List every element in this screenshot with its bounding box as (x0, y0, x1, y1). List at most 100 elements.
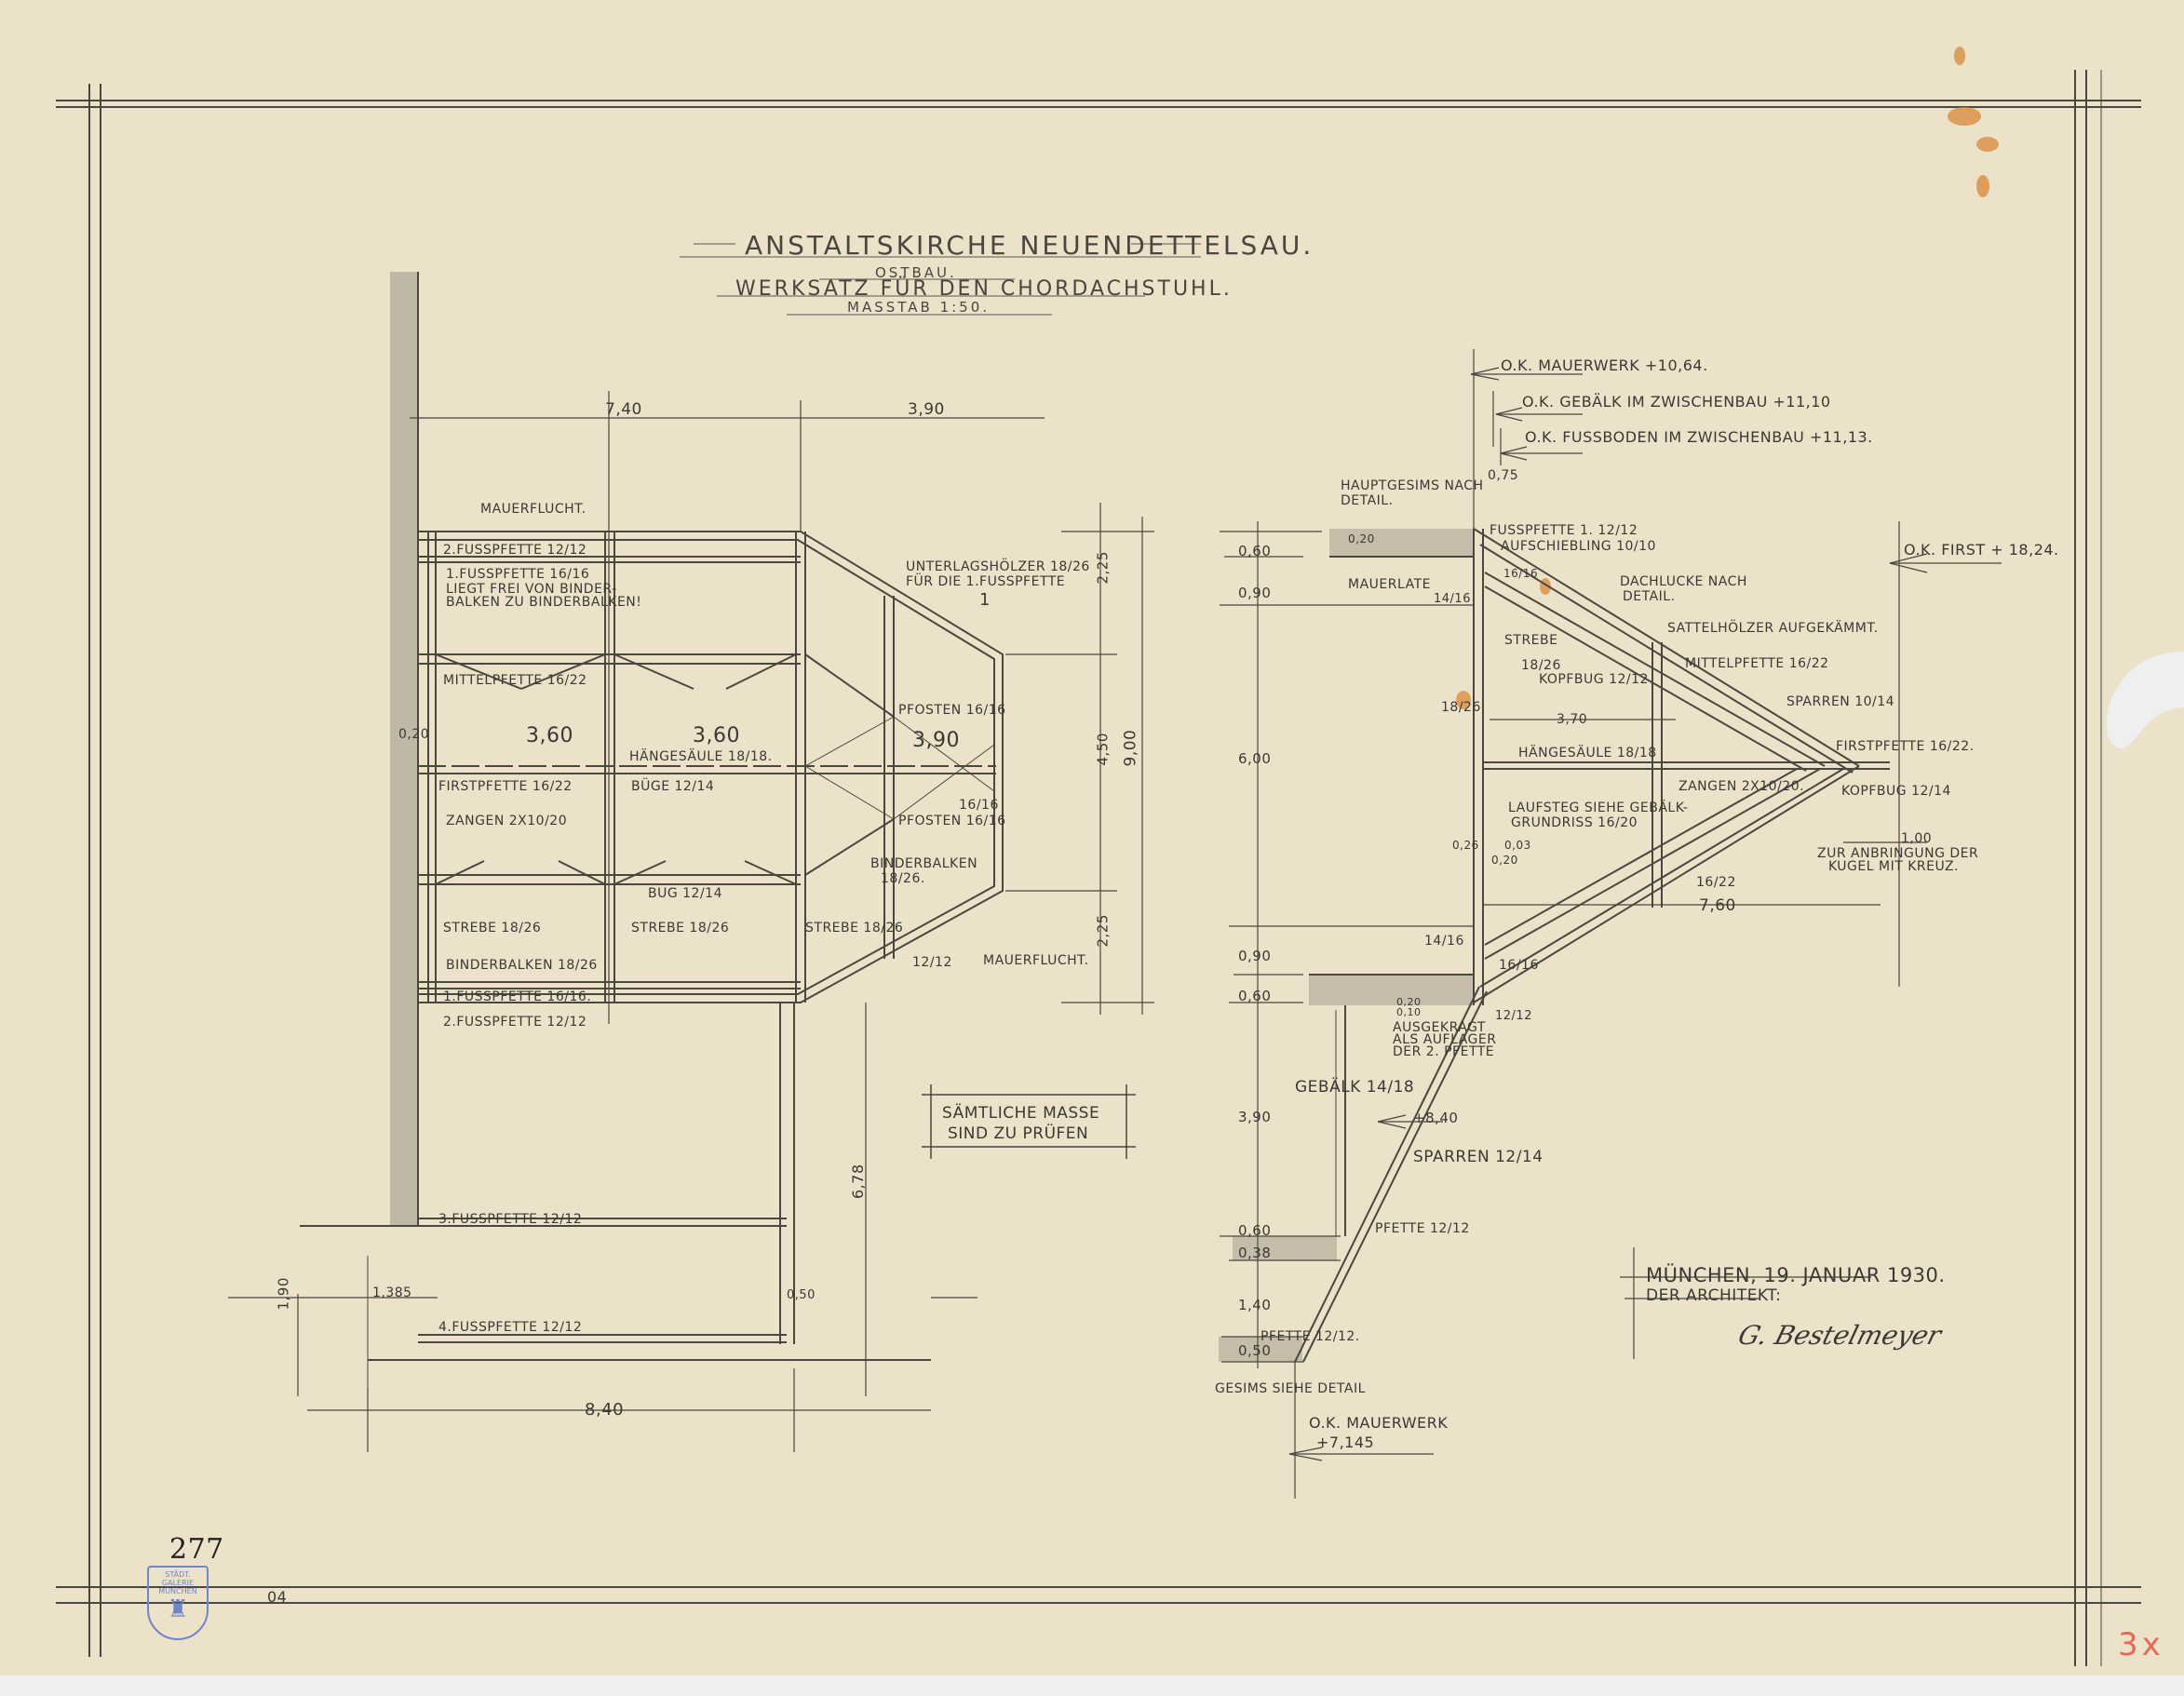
section-label: KUGEL MIT KREUZ. (1828, 859, 1960, 874)
elevation-mark: O.K. MAUERWERK (1309, 1414, 1449, 1432)
archive-stamp: STÄDT. GALERIE MÜNCHEN ♜ (147, 1566, 209, 1640)
section-label: 0,20 (1348, 532, 1375, 545)
section-label: 0,20 (1396, 996, 1422, 1008)
plan-label: 3,60 (693, 724, 740, 747)
section-height-dimension: 6,00 (1238, 750, 1272, 767)
plan-label: 2.FUSSPFETTE 12/12 (443, 1015, 587, 1030)
title-main: ANSTALTSKIRCHE NEUENDETTELSAU. (745, 230, 1314, 261)
plan-dimension: 2,25 (1094, 551, 1112, 585)
plan-dimension: 4,50 (1094, 733, 1112, 766)
plan-label: UNTERLAGSHÖLZER 18/26 (906, 559, 1090, 574)
plan-label: PFOSTEN 16/16 (898, 703, 1006, 718)
elevation-mark: O.K. FIRST + 18,24. (1904, 541, 2059, 559)
section-label: KOPFBUG 12/14 (1841, 784, 1951, 799)
elevation-mark: +8,40 (1413, 1110, 1459, 1126)
section-label: 0,03 (1504, 839, 1531, 852)
section-height-dimension: 3,90 (1238, 1109, 1272, 1125)
section-label: DER 2. PFETTE (1393, 1044, 1495, 1059)
section-label: MITTELPFETTE 16/22 (1685, 656, 1829, 671)
plan-dimension: 9,00 (1121, 729, 1140, 767)
note-box (922, 1084, 1136, 1159)
plan-label: FÜR DIE 1.FUSSPFETTE (906, 574, 1066, 589)
section-view (1219, 528, 1890, 1363)
plan-label: 0,20 (398, 727, 430, 742)
section-label: FUSSPFETTE 1. 12/12 (1490, 523, 1638, 538)
plan-label: 3,90 (912, 729, 960, 752)
section-label: 3,70 (1557, 712, 1588, 727)
section-height-dimension: 0,60 (1238, 1222, 1272, 1239)
note-text: SÄMTLICHE MASSE (942, 1104, 1100, 1123)
section-label: GRUNDRISS 16/20 (1511, 815, 1638, 830)
frame-border (56, 70, 2141, 1666)
plan-dimension: 0,50 (787, 1288, 816, 1302)
section-label: STREBE (1504, 633, 1558, 648)
section-label: DETAIL. (1623, 589, 1676, 604)
place-and-date: MÜNCHEN, 19. JANUAR 1930. (1646, 1264, 1946, 1286)
plan-dimension: 8,40 (585, 1400, 625, 1420)
section-label: 14/16 (1424, 934, 1464, 949)
elevation-mark: O.K. MAUERWERK +10,64. (1501, 357, 1708, 374)
architect-title: DER ARCHITEKT: (1646, 1286, 1782, 1305)
section-label: 16/16 (1503, 567, 1539, 580)
plan-dimension-lines (228, 391, 1154, 1452)
scan-background (0, 1676, 2184, 1696)
section-label: ALS AUFLAGER (1393, 1032, 1497, 1047)
section-label: HAUPTGESIMS NACH (1341, 478, 1484, 493)
plan-label: MITTELPFETTE 16/22 (443, 673, 587, 688)
red-sheet-mark: 3x (2118, 1626, 2164, 1663)
plan-label: MAUERFLUCHT. (480, 502, 586, 517)
section-label: 18/26 (1441, 700, 1481, 715)
section-label: 0,26 (1452, 839, 1479, 852)
section-height-dimension: 0,60 (1238, 988, 1272, 1004)
sheet-reference: 04 (267, 1588, 288, 1606)
section-label: 1,00 (1901, 831, 1933, 846)
section-label: ZANGEN 2x10/20. (1678, 779, 1805, 794)
section-label: FIRSTPFETTE 16/22. (1836, 739, 1975, 754)
plan-label: BUG 12/14 (648, 886, 722, 901)
plan-label: 3.FUSSPFETTE 12/12 (438, 1212, 583, 1227)
plan-label: 2.FUSSPFETTE 12/12 (443, 543, 587, 558)
plan-dimension: 2,25 (1094, 914, 1112, 948)
section-label: LAUFSTEG SIEHE GEBÄLK- (1508, 801, 1689, 815)
elevation-mark: O.K. FUSSBODEN IM ZWISCHENBAU +11,13. (1525, 428, 1873, 446)
section-label: GEBÄLK 14/18 (1295, 1078, 1415, 1097)
section-label: 0,10 (1396, 1006, 1422, 1018)
plan-label: LIEGT FREI VON BINDER- (446, 582, 617, 597)
plan-label: PFOSTEN 16/16 (898, 814, 1006, 828)
plan-dimension: 1,90 (275, 1277, 292, 1311)
plan-label: 4.FUSSPFETTE 12/12 (438, 1320, 583, 1335)
paper-notch (2106, 652, 2184, 749)
plan-label: FIRSTPFETTE 16/22 (438, 779, 573, 794)
section-label: HÄNGESÄULE 18/18 (1518, 746, 1657, 761)
plan-label: STREBE 18/26 (631, 921, 730, 935)
plan-label: BINDERBALKEN (870, 856, 978, 871)
title-subtitle: OSTBAU. (875, 264, 957, 281)
section-label: SPARREN 10/14 (1786, 694, 1895, 709)
plan-label: STREBE 18/26 (443, 921, 542, 935)
plan-label: BINDERBALKEN 18/26 (446, 958, 598, 973)
plan-label: 3,60 (526, 724, 573, 747)
section-label: GESIMS SIEHE DETAIL (1215, 1381, 1366, 1396)
plan-view (300, 272, 1004, 1387)
stamp-text: STÄDT. GALERIE MÜNCHEN (158, 1570, 197, 1595)
note-text: SIND ZU PRÜFEN (948, 1124, 1089, 1143)
plan-label: MAUERFLUCHT. (983, 953, 1089, 968)
section-height-dimension: 0,90 (1238, 585, 1272, 601)
section-label: 14/16 (1434, 592, 1471, 606)
section-label: ZUR ANBRINGUNG DER (1817, 846, 1979, 861)
plan-label: 12/12 (912, 955, 952, 970)
plan-label: ZANGEN 2x10/20 (446, 814, 568, 828)
section-label: 0,75 (1488, 468, 1519, 483)
title-drawing-name: WERKSATZ FÜR DEN CHORDACHSTUHL. (735, 277, 1233, 301)
archive-number: 277 (169, 1533, 224, 1566)
section-label: SATTELHÖLZER AUFGEKÄMMT. (1667, 621, 1879, 636)
section-height-dimension: 0,60 (1238, 543, 1272, 559)
plan-dimension: 3,90 (908, 400, 945, 419)
section-label: MAUERLATE (1348, 577, 1431, 592)
elevation-mark: O.K. GEBÄLK IM ZWISCHENBAU +11,10 (1522, 393, 1831, 411)
plan-label: STREBE 18/26 (805, 921, 904, 935)
section-label: AUFSCHIEBLING 10/10 (1501, 539, 1656, 554)
section-label: KOPFBUG 12/12 (1539, 672, 1649, 687)
